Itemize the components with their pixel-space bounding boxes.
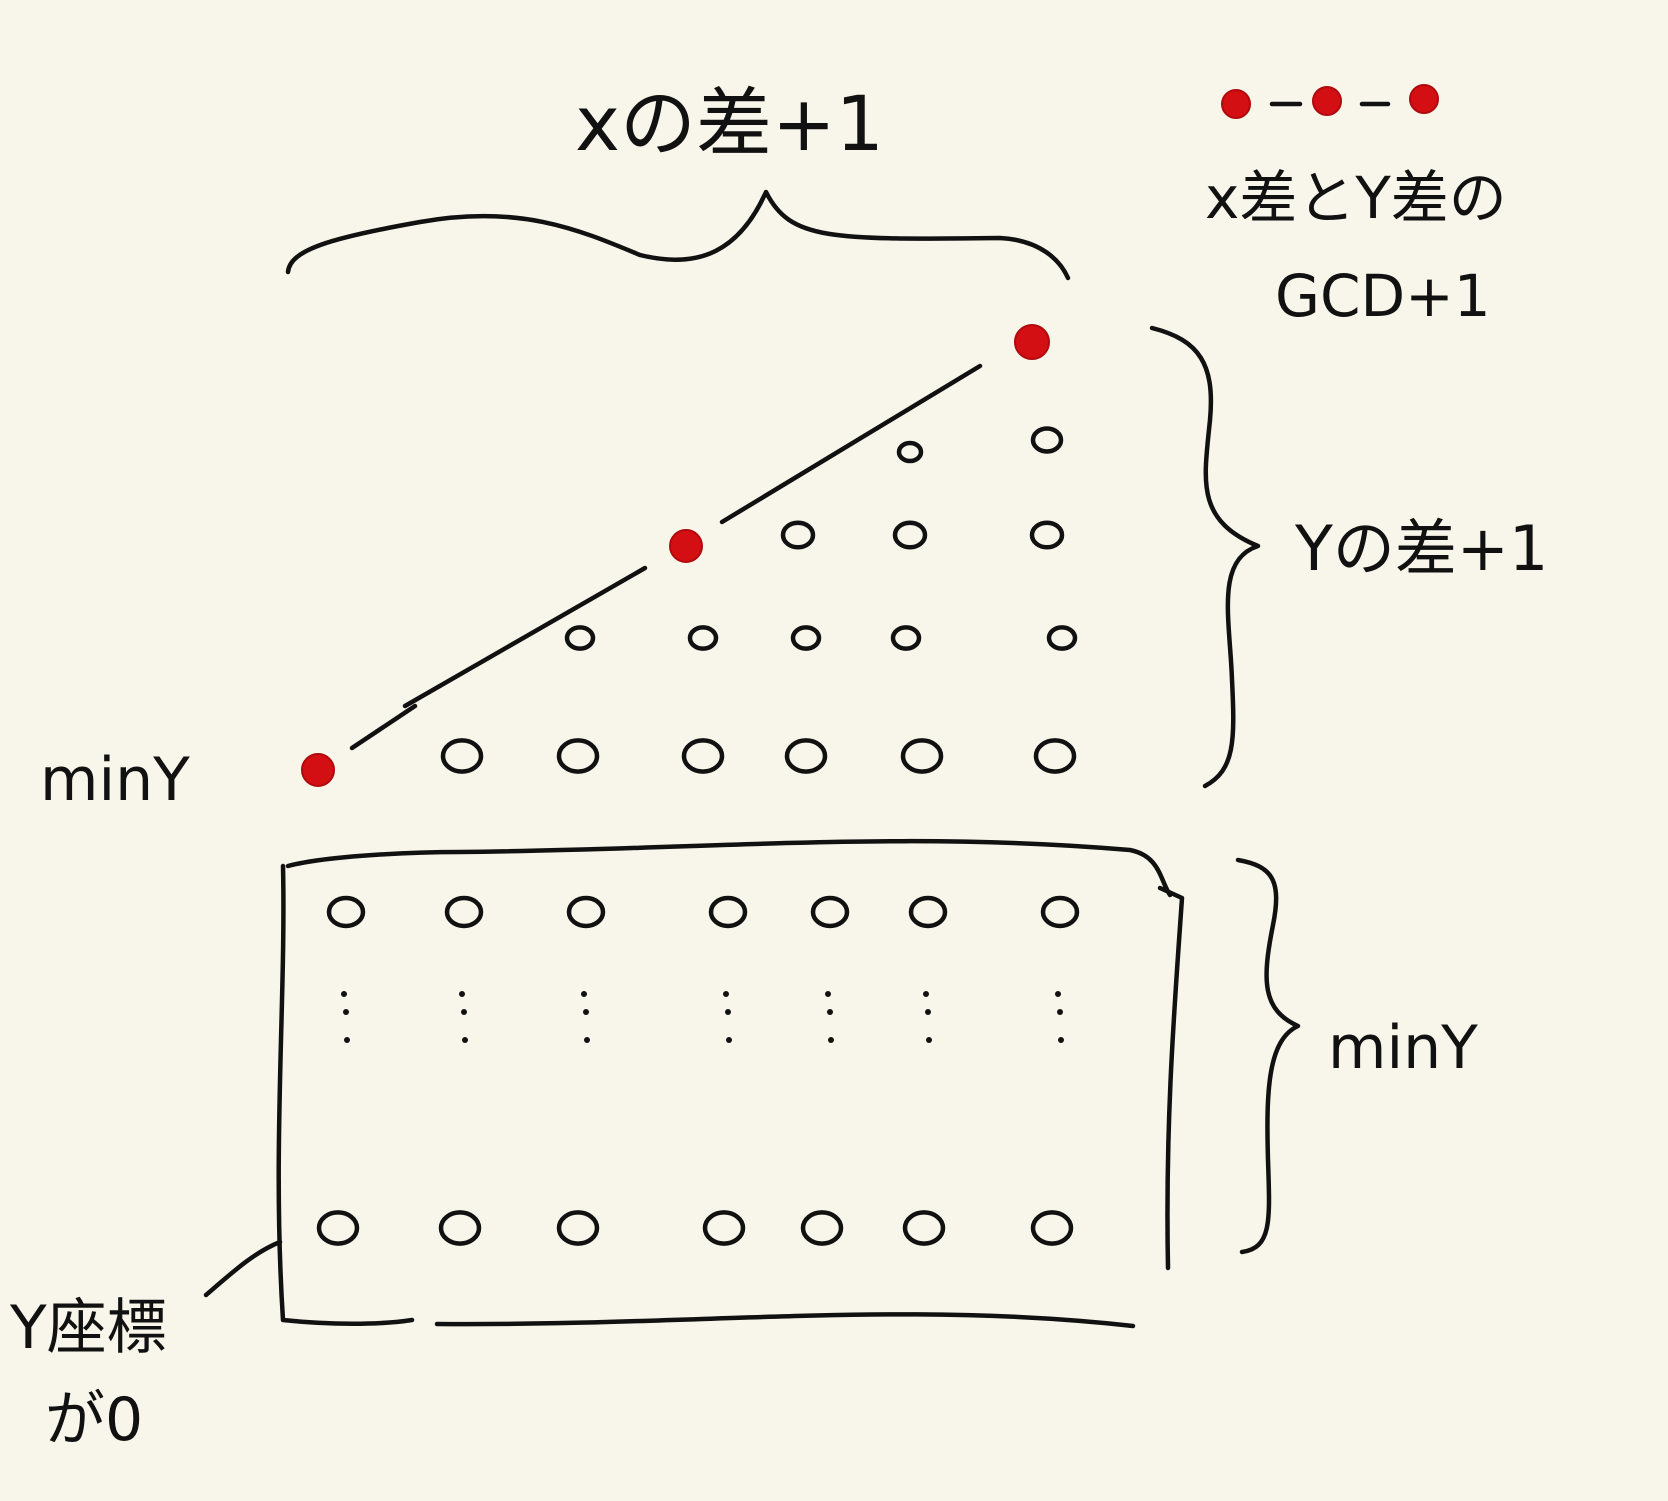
triangle-point: [780, 520, 816, 550]
rectangle-top-point: [444, 895, 484, 929]
ellipsis-dot: [827, 1009, 833, 1015]
top-brace: [285, 189, 1071, 281]
ellipsis-dot: [923, 991, 929, 997]
triangle-point: [440, 738, 484, 774]
red-point-middle: [669, 529, 703, 563]
triangle-point: [556, 738, 600, 774]
rectangle-bottom-point: [800, 1210, 844, 1246]
ellipsis-dot: [459, 991, 465, 997]
triangle-point: [681, 738, 725, 774]
y-zero-label-line1: Y座標: [9, 1293, 167, 1363]
min-y-left-label: minY: [40, 745, 190, 815]
ellipsis-dot: [1055, 991, 1061, 997]
triangle-point: [1046, 625, 1078, 651]
rectangle-lattice-points: [316, 895, 1080, 1246]
ellipsis-dot: [343, 1009, 349, 1015]
x-diff-label: xの差+1: [575, 79, 884, 168]
rectangle-bottom-point: [1030, 1210, 1074, 1246]
ellipsis-dot: [725, 1009, 731, 1015]
legend-label-line1: x差とY差の: [1205, 164, 1507, 232]
triangle-lattice-points: [440, 426, 1078, 774]
ellipsis-dot: [828, 1037, 834, 1043]
red-point-top: [1014, 324, 1050, 360]
triangle-point: [1033, 738, 1077, 774]
rectangle-top-point: [326, 895, 366, 929]
legend-red-point-1: [1221, 89, 1251, 119]
rectangle-bottom-point: [556, 1210, 600, 1246]
triangle-point: [1030, 426, 1064, 454]
ellipsis-dot: [925, 1009, 931, 1015]
rectangle-top-point: [908, 895, 948, 929]
rectangle-bottom-point: [902, 1210, 946, 1246]
ellipsis-dot: [462, 1037, 468, 1043]
rectangle-bottom-point: [438, 1210, 482, 1246]
ellipsis-dot: [584, 1037, 590, 1043]
y-diff-label: Yの差+1: [1294, 512, 1548, 585]
triangle-point: [784, 738, 828, 774]
triangle-point: [890, 625, 922, 651]
ellipsis-dot: [461, 1009, 467, 1015]
y-zero-pointer: [203, 1239, 283, 1298]
triangle-point: [892, 520, 928, 550]
legend-label-line2: GCD+1: [1275, 262, 1491, 330]
ellipsis-dot: [583, 1009, 589, 1015]
ellipsis-dot: [344, 1037, 350, 1043]
ellipsis-dot: [341, 991, 347, 997]
ellipsis-dot: [926, 1037, 932, 1043]
legend-red-points: [1221, 84, 1439, 119]
red-point-min-y: [301, 753, 335, 787]
min-y-right-label: minY: [1328, 1013, 1478, 1083]
rectangle-top-point: [810, 895, 850, 929]
rectangle-top-point: [708, 895, 748, 929]
legend-red-point-3: [1409, 84, 1439, 114]
triangle-point: [896, 440, 924, 464]
ellipsis-dot: [726, 1037, 732, 1043]
ellipsis-dot: [1058, 1037, 1064, 1043]
y-zero-label-line2: が0: [45, 1385, 143, 1455]
ellipsis-dot: [1057, 1009, 1063, 1015]
ellipsis-dot: [723, 991, 729, 997]
rectangle-bottom-point: [316, 1210, 360, 1246]
rectangle-top-point: [1040, 895, 1080, 929]
triangle-point: [687, 625, 719, 651]
triangle-point: [564, 625, 596, 651]
triangle-point: [790, 625, 822, 651]
rectangle-bottom-point: [702, 1210, 746, 1246]
legend-red-point-2: [1312, 86, 1342, 116]
hypotenuse-line: [349, 363, 983, 751]
ellipsis-dot: [581, 991, 587, 997]
rectangle-outline: [276, 838, 1185, 1329]
right-brace-triangle: [1149, 325, 1261, 789]
right-brace-rectangle: [1235, 857, 1301, 1255]
ellipsis-dot: [825, 991, 831, 997]
triangle-point: [1029, 520, 1065, 550]
rectangle-top-point: [566, 895, 606, 929]
triangle-point: [900, 738, 944, 774]
